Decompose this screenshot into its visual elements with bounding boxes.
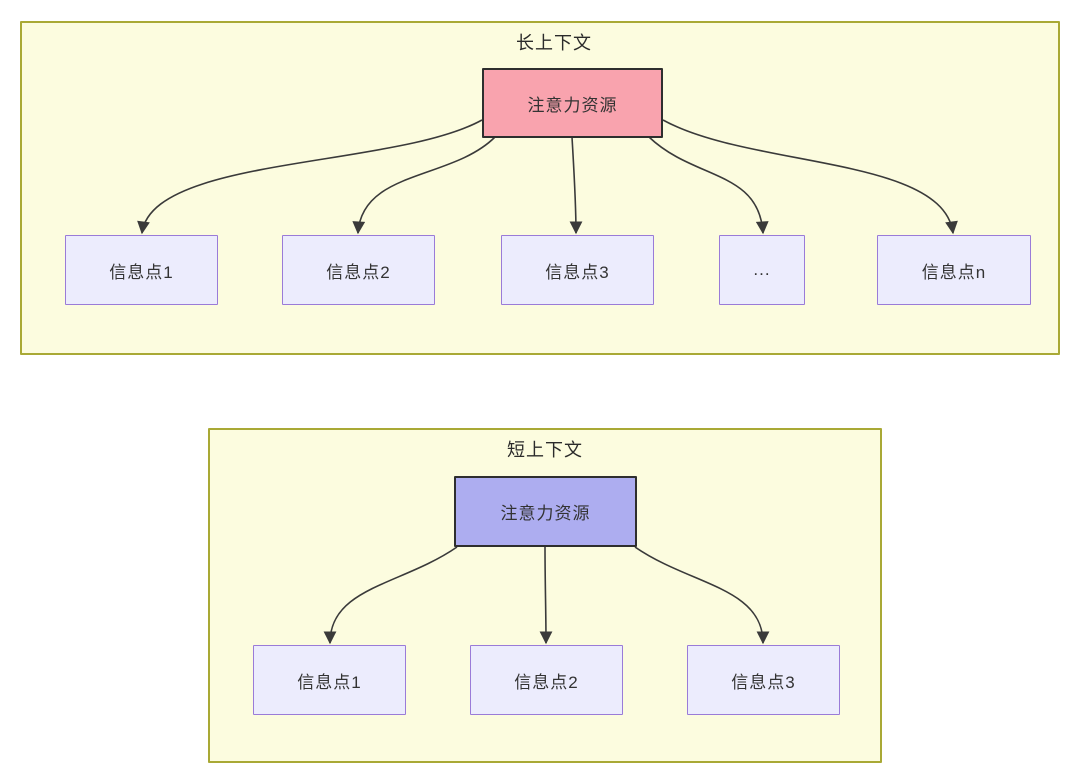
info-node-long-3: 信息点3 [501, 235, 654, 305]
attention-resource-node-short: 注意力资源 [454, 476, 637, 547]
group-short-context-title: 短上下文 [507, 440, 583, 460]
attention-resource-node-long: 注意力资源 [482, 68, 663, 138]
info-node-short-2: 信息点2 [470, 645, 623, 715]
info-node-long-n: 信息点n [877, 235, 1031, 305]
info-node-long-2: 信息点2 [282, 235, 435, 305]
info-node-long-1: 信息点1 [65, 235, 218, 305]
info-node-short-3: 信息点3 [687, 645, 840, 715]
group-long-context-title: 长上下文 [516, 33, 592, 53]
info-node-long-ellipsis: ... [719, 235, 805, 305]
info-node-short-1: 信息点1 [253, 645, 406, 715]
